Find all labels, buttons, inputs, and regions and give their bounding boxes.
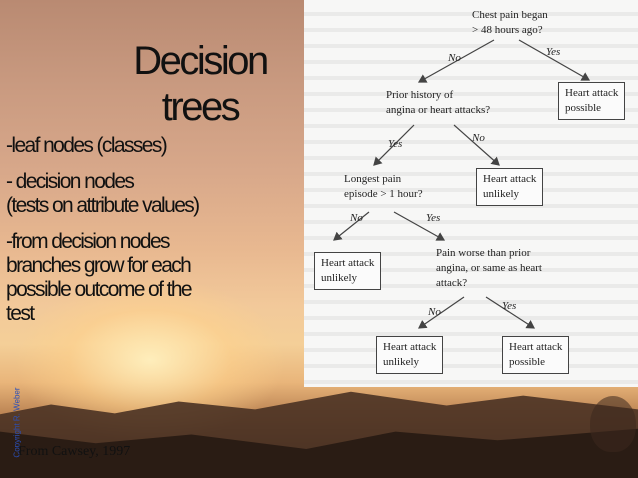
- edge-longest-yes: [393, 211, 446, 241]
- edge-longest-no: [333, 211, 370, 241]
- edge-worse-no: [418, 296, 465, 329]
- leaf-heart-attack-unlikely-1: Heart attack unlikely: [476, 168, 544, 206]
- decision-tree-diagram: Chest pain began > 48 hours ago? Heart a…: [304, 0, 638, 387]
- node-root-question: Chest pain began > 48 hours ago?: [472, 9, 548, 36]
- edge-prior-yes: [373, 124, 415, 166]
- edge-label-longest-no: No: [350, 212, 363, 224]
- slide-title: Decision trees: [100, 38, 300, 130]
- node-prior-history-question: Prior history of angina or heart attacks…: [386, 89, 491, 116]
- node-pain-worse-question: Pain worse than prior angina, or same as…: [436, 247, 542, 289]
- bullet-branches: -from decision nodes branches grow for e…: [6, 230, 193, 325]
- faded-text-background: [304, 0, 638, 387]
- edge-prior-no: [453, 124, 500, 166]
- leaf-heart-attack-possible-1: Heart attack possible: [558, 82, 626, 120]
- edge-root-yes: [518, 39, 591, 81]
- edge-label-root-yes: Yes: [546, 46, 561, 58]
- bullet-decision-nodes: - decision nodes (tests on attribute val…: [6, 170, 200, 217]
- edge-label-worse-yes: Yes: [502, 300, 517, 312]
- balloon-silhouette: [590, 396, 636, 452]
- tree-edges: [333, 39, 591, 329]
- source-credit: From Cawsey, 1997: [18, 444, 131, 459]
- edge-label-longest-yes: Yes: [426, 212, 441, 224]
- title-line-2: trees: [161, 85, 241, 129]
- edge-label-root-no: No: [448, 52, 461, 64]
- leaf-heart-attack-possible-2: Heart attack possible: [502, 336, 570, 374]
- leaf-heart-attack-unlikely-2: Heart attack unlikely: [314, 252, 382, 290]
- leaf-heart-attack-unlikely-3: Heart attack unlikely: [376, 336, 444, 374]
- edge-root-no: [417, 39, 495, 83]
- edge-worse-yes: [485, 296, 536, 329]
- node-longest-pain-question: Longest pain episode > 1 hour?: [344, 173, 423, 200]
- edge-label-prior-yes: Yes: [388, 138, 403, 150]
- edge-label-worse-no: No: [428, 306, 441, 318]
- bullet-leaf-nodes: -leaf nodes (classes): [6, 134, 168, 157]
- edge-label-prior-no: No: [472, 132, 485, 144]
- title-line-1: Decision: [133, 39, 269, 83]
- copyright-text: Copyright R. Weber: [12, 387, 22, 458]
- bullet-list: -leaf nodes (classes) - decision nodes (…: [6, 134, 302, 338]
